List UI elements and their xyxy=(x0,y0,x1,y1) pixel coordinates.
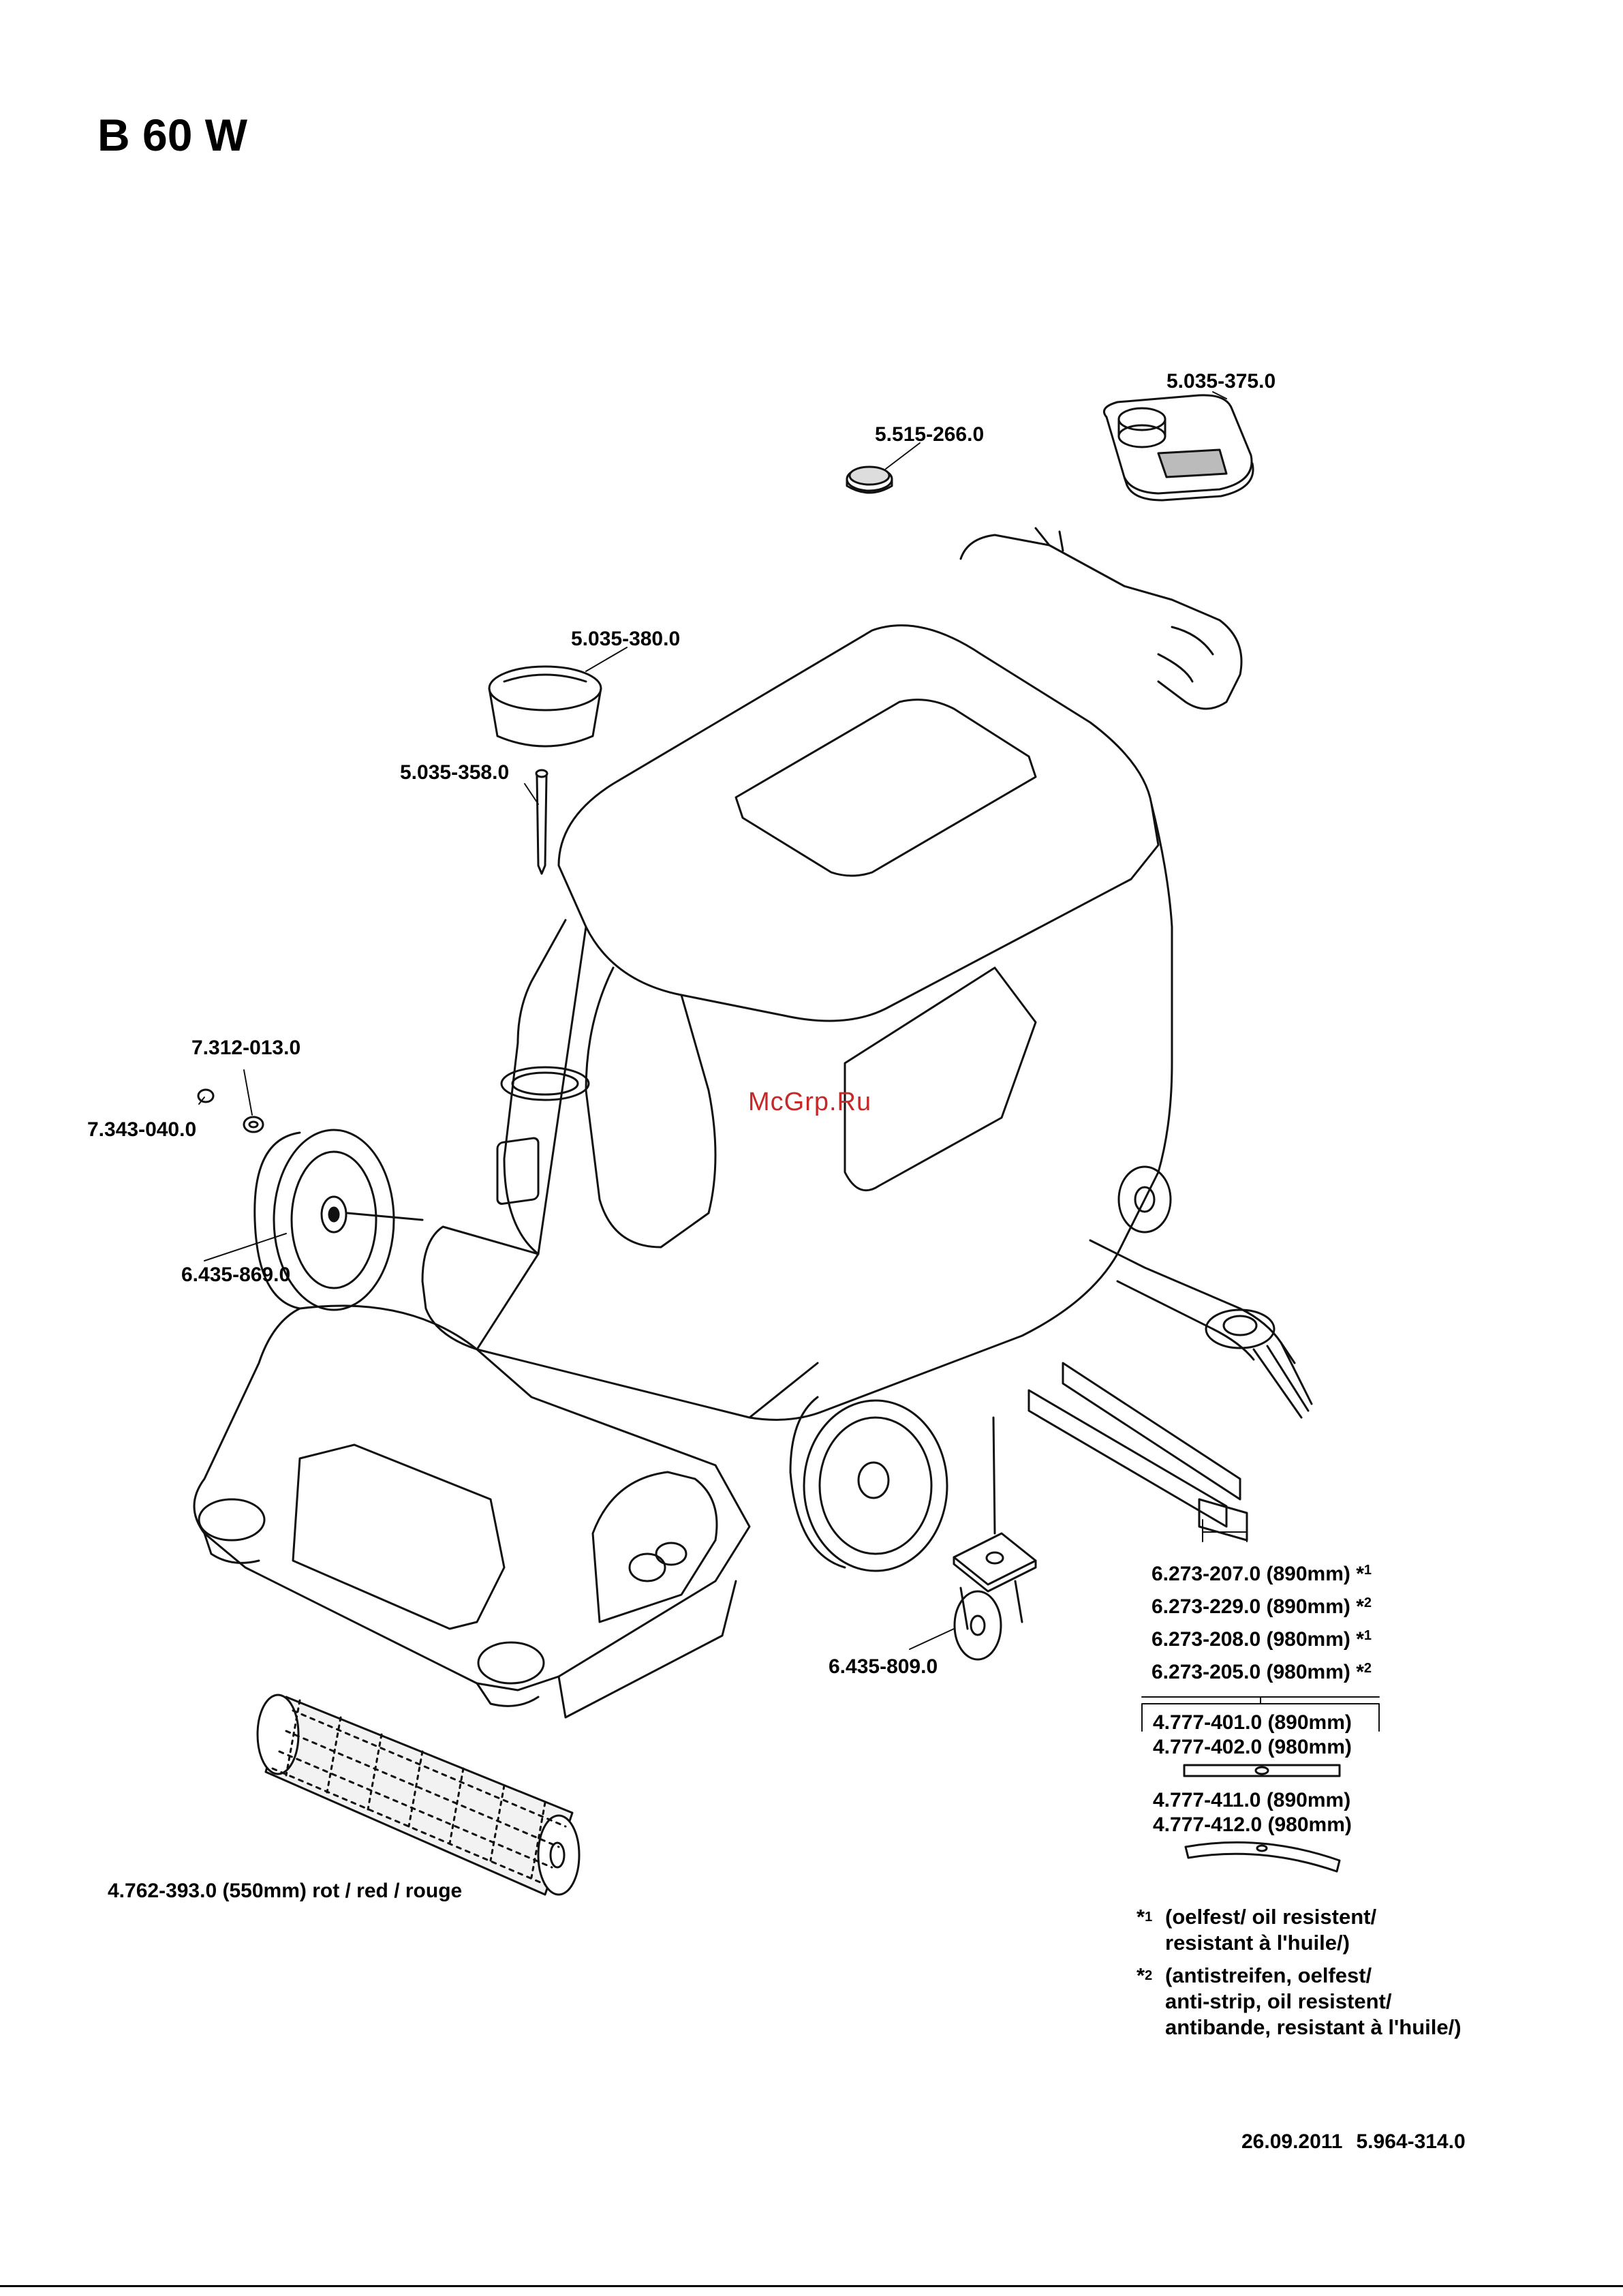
watermark: McGrp.Ru xyxy=(748,1088,872,1116)
part-number-label: 4.762-393.0 (550mm) rot / red / rouge xyxy=(108,1880,463,1902)
caster-part xyxy=(953,1416,1037,1661)
spacer-strip-part xyxy=(1183,1764,1341,1777)
part-number-label: 4.777-412.0 (980mm) xyxy=(1153,1813,1352,1836)
part-number-label: 5.515-266.0 xyxy=(875,423,985,446)
footnote-1: *1(oelfest/ oil resistent/ resistant à l… xyxy=(1137,1905,1377,1955)
leader-lines xyxy=(198,391,1380,1732)
curved-strip-part xyxy=(1184,1841,1341,1873)
wheel-part xyxy=(253,1129,424,1311)
washer-part xyxy=(243,1116,264,1133)
page-divider xyxy=(0,2285,1623,2287)
retaining-ring-part xyxy=(197,1088,215,1103)
part-number-label: 6.273-208.0 (980mm) *1 xyxy=(1151,1628,1372,1651)
part-number-label: 4.777-402.0 (980mm) xyxy=(1153,1736,1352,1758)
document-footer: 26.09.2011 5.964-314.0 xyxy=(1241,2130,1466,2154)
part-number-label: 7.312-013.0 xyxy=(191,1037,301,1059)
squeegee-blades-part xyxy=(1027,1362,1248,1542)
part-number-label: 5.035-375.0 xyxy=(1166,370,1276,393)
footer-date: 26.09.2011 xyxy=(1241,2130,1343,2153)
page-title: B 60 W xyxy=(97,110,248,160)
part-number-label: 4.777-401.0 (890mm) xyxy=(1153,1711,1352,1734)
roller-brush-part xyxy=(256,1694,581,1896)
part-number-label: 5.035-358.0 xyxy=(400,761,510,784)
part-number-label: 6.273-205.0 (980mm) *2 xyxy=(1151,1661,1372,1683)
rod-part xyxy=(535,769,548,875)
cap-part xyxy=(846,465,893,494)
part-number-label: 5.035-380.0 xyxy=(571,628,681,650)
scrubber-body xyxy=(193,527,1313,1719)
part-number-label: 6.435-869.0 xyxy=(181,1264,291,1286)
footnote-2: *2(antistreifen, oelfest/ anti-strip, oi… xyxy=(1137,1963,1462,2039)
filter-tray-part xyxy=(1103,394,1254,502)
lid-part xyxy=(488,665,602,748)
part-number-label: 6.273-229.0 (890mm) *2 xyxy=(1151,1595,1372,1618)
part-number-label: 6.435-809.0 xyxy=(829,1655,938,1678)
footer-doc-number: 5.964-314.0 xyxy=(1356,2130,1466,2153)
part-number-label: 6.273-207.0 (890mm) *1 xyxy=(1151,1563,1372,1585)
part-number-label: 7.343-040.0 xyxy=(87,1118,197,1141)
part-number-label: 4.777-411.0 (890mm) xyxy=(1153,1789,1351,1811)
